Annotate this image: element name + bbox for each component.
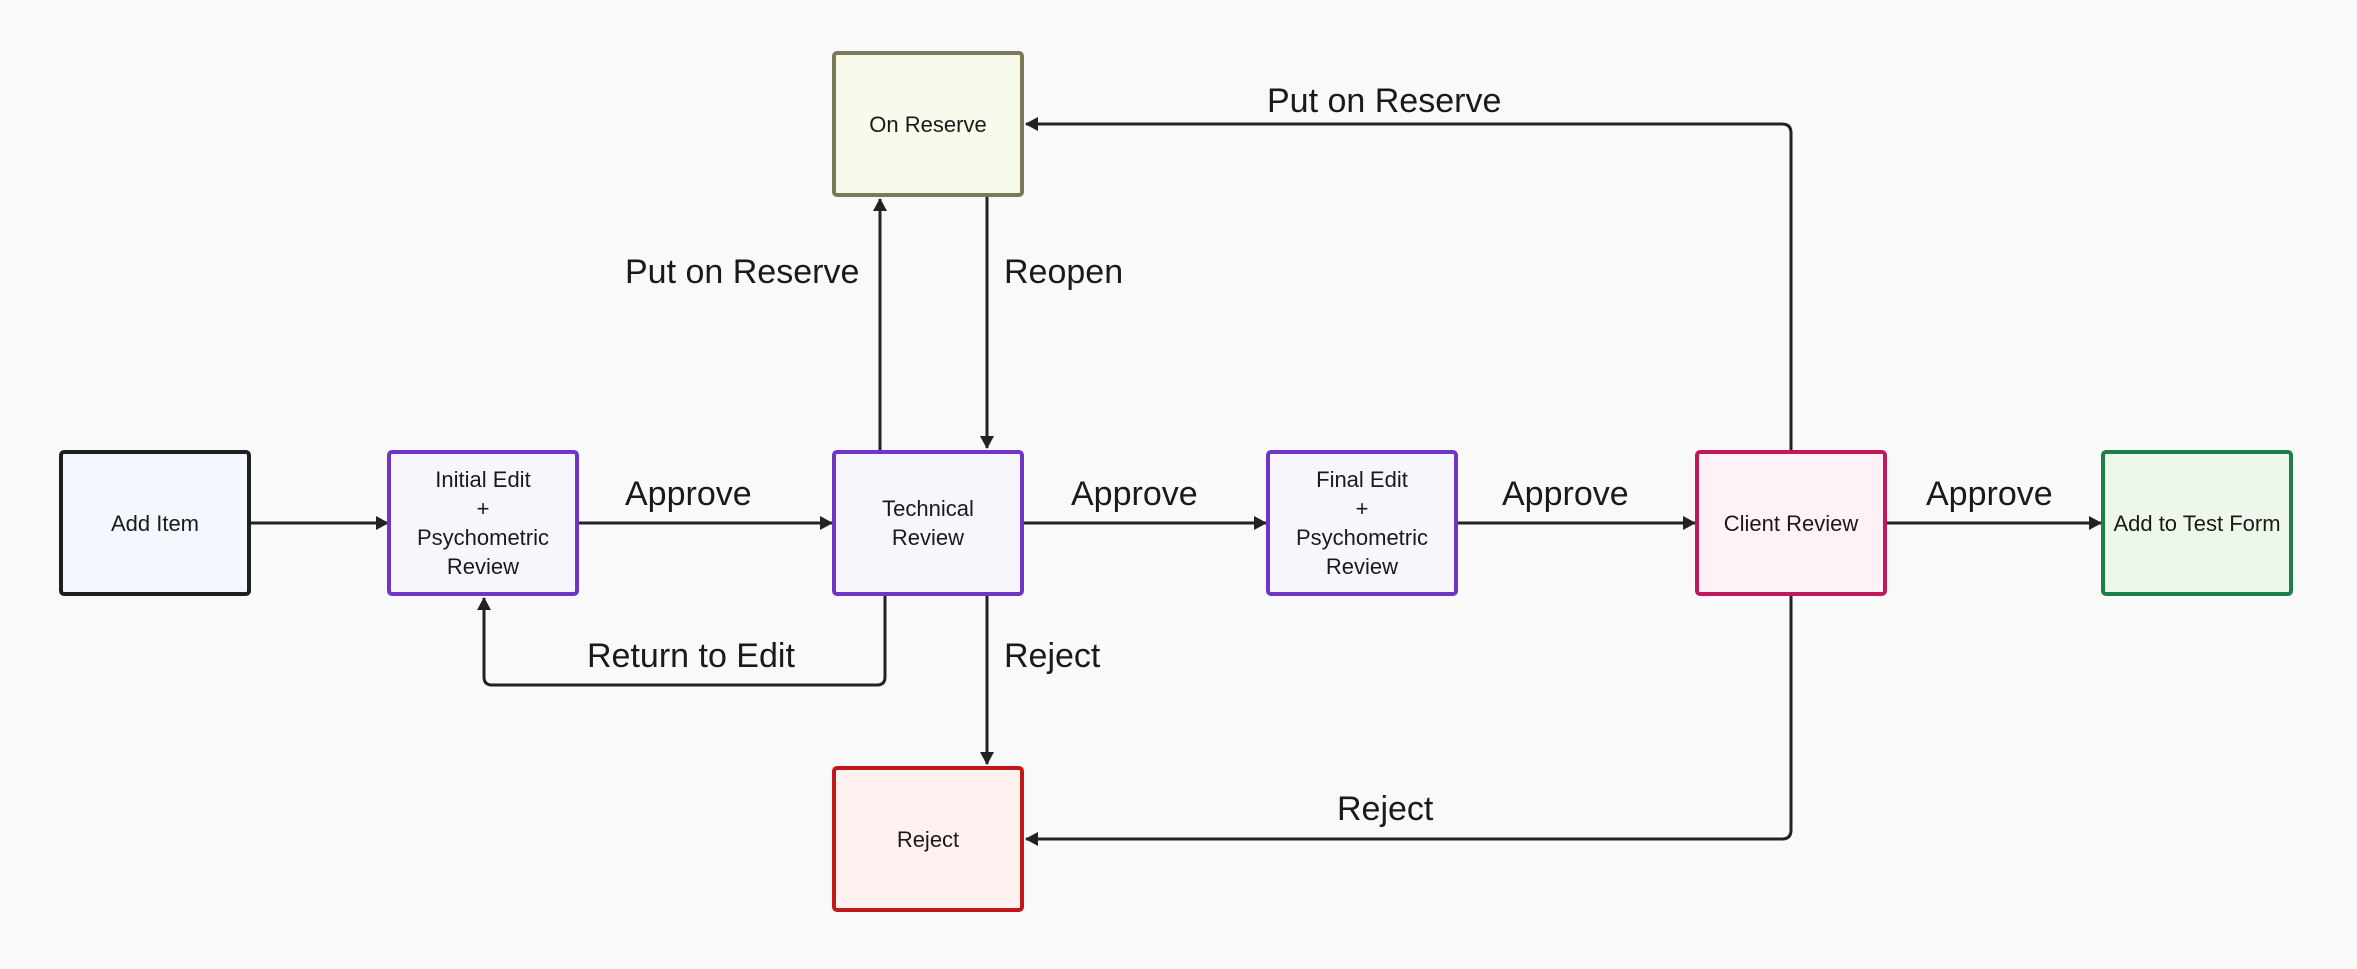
node-reject[interactable]: Reject xyxy=(832,766,1024,912)
node-final-edit-psychometric-review[interactable]: Final Edit + Psychometric Review xyxy=(1266,450,1458,596)
edge-label-approve: Approve xyxy=(1071,475,1198,513)
edge-put-on-reserve-client xyxy=(1025,117,1793,450)
edge-label-approve: Approve xyxy=(1926,475,2053,513)
node-label: Reject xyxy=(896,826,960,852)
node-add-item[interactable]: Add Item xyxy=(59,450,251,596)
node-label: On Reserve xyxy=(869,111,987,137)
node-label: Final Edit + Psychometric Review xyxy=(1295,467,1429,579)
node-label: Client Review xyxy=(1723,510,1859,536)
edge-label-reject: Reject xyxy=(1337,790,1434,828)
node-add-to-test-form[interactable]: Add to Test Form xyxy=(2101,450,2293,596)
node-technical-review[interactable]: Technical Review xyxy=(832,450,1024,596)
edge-label-approve: Approve xyxy=(1502,475,1629,513)
node-initial-edit-psychometric-review[interactable]: Initial Edit + Psychometric Review xyxy=(387,450,579,596)
node-label: Initial Edit + Psychometric Review xyxy=(416,467,550,579)
edge-label-return-to-edit: Return to Edit xyxy=(587,637,795,675)
node-label: Add Item xyxy=(110,510,200,536)
edge-label-reject: Reject xyxy=(1004,637,1101,675)
edge-return-to-edit xyxy=(477,596,887,687)
node-label: Add to Test Form xyxy=(2113,510,2281,536)
edge-label-approve: Approve xyxy=(625,475,752,513)
node-label: Technical Review xyxy=(882,496,974,550)
node-client-review[interactable]: Client Review xyxy=(1695,450,1887,596)
edge-label-reopen: Reopen xyxy=(1004,253,1124,291)
node-on-reserve[interactable]: On Reserve xyxy=(832,51,1024,197)
edge-label-put-on-reserve: Put on Reserve xyxy=(625,253,860,291)
edge-label-put-on-reserve: Put on Reserve xyxy=(1267,82,1502,120)
edge-reject-client xyxy=(1025,596,1793,846)
